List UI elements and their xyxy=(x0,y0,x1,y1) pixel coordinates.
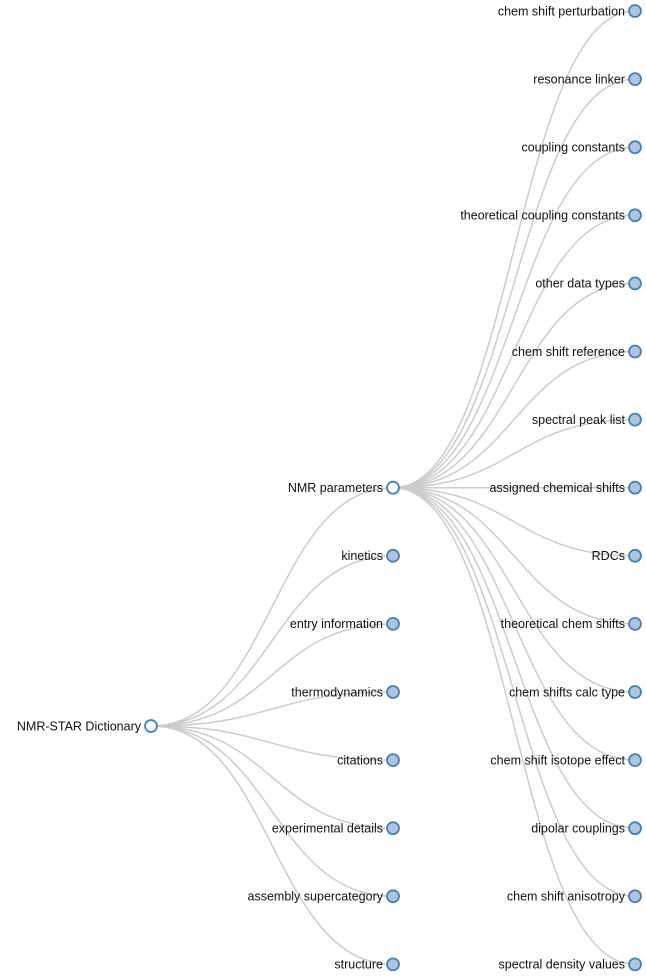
tree-node-kinetics[interactable]: kinetics xyxy=(341,548,400,563)
collapsed-node-circle[interactable] xyxy=(628,276,642,291)
tree-node-label[interactable]: kinetics xyxy=(341,549,383,563)
tree-node-rdcs[interactable]: RDCs xyxy=(592,548,642,563)
tree-node-label[interactable]: spectral density values xyxy=(499,958,625,972)
collapsed-node-circle[interactable] xyxy=(628,821,642,836)
tree-node-dipolar-couplings[interactable]: dipolar couplings xyxy=(531,821,642,836)
collapsed-node-circle[interactable] xyxy=(386,753,400,767)
tree-link xyxy=(392,486,636,829)
tree-node-label[interactable]: assembly supercategory xyxy=(248,890,384,904)
tree-node-label[interactable]: NMR-STAR Dictionary xyxy=(17,719,142,733)
tree-node-label[interactable]: experimental details xyxy=(272,821,383,835)
tree-node-label[interactable]: theoretical coupling constants xyxy=(460,209,625,223)
tree-node-spectral-density-values[interactable]: spectral density values xyxy=(499,957,642,972)
tree-link xyxy=(150,623,394,727)
tree-link xyxy=(392,486,636,966)
tree-link xyxy=(150,725,394,829)
tree-node-label[interactable]: chem shift perturbation xyxy=(498,4,625,18)
collapsed-node-circle[interactable] xyxy=(628,140,642,155)
tree-node-chem-shift-anisotropy[interactable]: chem shift anisotropy xyxy=(507,889,642,904)
tree-link xyxy=(392,486,636,693)
collapsed-node-circle[interactable] xyxy=(386,548,400,563)
tree-node-chem-shift-isotope-effect[interactable]: chem shift isotope effect xyxy=(490,753,642,767)
tree-node-label[interactable]: chem shift anisotropy xyxy=(507,890,626,904)
tree-link xyxy=(150,691,394,727)
tree-node-theoretical-chem-shifts[interactable]: theoretical chem shifts xyxy=(501,617,642,631)
tree-node-structure[interactable]: structure xyxy=(334,957,400,972)
tree-link xyxy=(392,282,636,489)
collapsed-node-circle[interactable] xyxy=(628,685,642,699)
collapsed-node-circle[interactable] xyxy=(628,957,642,972)
tree-link xyxy=(150,486,394,727)
tree-link xyxy=(392,486,636,898)
tree-node-label[interactable]: theoretical chem shifts xyxy=(501,617,625,631)
collapsed-node-circle[interactable] xyxy=(386,957,400,972)
tree-nodes: NMR-STAR Dictionary NMR parameters kinetic… xyxy=(17,4,642,972)
collapsed-node-circle[interactable] xyxy=(628,617,642,631)
tree-node-nmr-parameters[interactable]: NMR parameters xyxy=(288,480,400,495)
tree-link xyxy=(150,725,394,898)
tree-node-label[interactable]: chem shift reference xyxy=(512,345,625,359)
tree-link xyxy=(392,418,636,489)
tree-link xyxy=(150,725,394,761)
tree-link xyxy=(392,10,636,489)
collapsed-node-circle[interactable] xyxy=(386,617,400,631)
tree-node-label[interactable]: entry information xyxy=(290,617,383,631)
tree-node-label[interactable]: spectral peak list xyxy=(532,413,626,427)
tree-node-theoretical-coupling-constants[interactable]: theoretical coupling constants xyxy=(460,208,642,223)
collapsed-node-circle[interactable] xyxy=(628,72,642,86)
collapsed-node-circle[interactable] xyxy=(628,344,642,359)
tree-node-chem-shift-perturbation[interactable]: chem shift perturbation xyxy=(498,4,642,18)
tree-node-other-data-types[interactable]: other data types xyxy=(535,276,642,291)
collapsed-node-circle[interactable] xyxy=(386,685,400,699)
tree-node-coupling-constants[interactable]: coupling constants xyxy=(521,140,642,155)
tree-node-label[interactable]: dipolar couplings xyxy=(531,821,625,835)
tree-link xyxy=(150,555,394,727)
tree-node-citations[interactable]: citations xyxy=(337,753,400,767)
tree-node-label[interactable]: resonance linker xyxy=(533,72,625,86)
collapsed-node-circle[interactable] xyxy=(628,889,642,904)
tree-links xyxy=(150,10,636,966)
tree-node-label[interactable]: NMR parameters xyxy=(288,481,383,495)
tree-node-label[interactable]: coupling constants xyxy=(521,140,625,154)
tree-node-label[interactable]: chem shifts calc type xyxy=(509,685,625,699)
collapsed-node-circle[interactable] xyxy=(386,889,400,904)
tree-node-chem-shift-reference[interactable]: chem shift reference xyxy=(512,344,642,359)
tree-link xyxy=(392,486,636,557)
tree-node-entry-information[interactable]: entry information xyxy=(290,617,400,631)
collapsed-node-circle[interactable] xyxy=(628,548,642,563)
tree-node-label[interactable]: structure xyxy=(334,958,383,972)
collapsed-node-circle[interactable] xyxy=(628,480,642,495)
expanded-node-circle[interactable] xyxy=(386,480,400,495)
collapsed-node-circle[interactable] xyxy=(386,821,400,836)
tree-link xyxy=(392,486,636,625)
tree-link xyxy=(392,146,636,489)
tree-node-chem-shifts-calc-type[interactable]: chem shifts calc type xyxy=(509,685,642,699)
tree-link xyxy=(392,486,636,761)
collapsed-node-circle[interactable] xyxy=(628,4,642,18)
tree-link xyxy=(392,350,636,489)
tree-node-resonance-linker[interactable]: resonance linker xyxy=(533,72,642,86)
tree-link xyxy=(392,214,636,489)
tree-node-label[interactable]: RDCs xyxy=(592,549,625,563)
tree-node-label[interactable]: thermodynamics xyxy=(291,685,383,699)
collapsed-node-circle[interactable] xyxy=(628,412,642,427)
tree-node-assembly-supercategory[interactable]: assembly supercategory xyxy=(248,889,400,904)
tree-node-label[interactable]: chem shift isotope effect xyxy=(490,753,625,767)
tree-node-thermodynamics[interactable]: thermodynamics xyxy=(291,685,400,699)
tree-node-label[interactable]: assigned chemical shifts xyxy=(490,481,625,495)
tree-node-experimental-details[interactable]: experimental details xyxy=(272,821,400,836)
tree-node-spectral-peak-list[interactable]: spectral peak list xyxy=(532,412,642,427)
tree-node-assigned-chemical-shifts[interactable]: assigned chemical shifts xyxy=(490,480,642,495)
tree-node-label[interactable]: other data types xyxy=(535,277,625,291)
tree-link xyxy=(150,725,394,966)
tree-link xyxy=(392,78,636,489)
expanded-node-circle[interactable] xyxy=(144,719,158,733)
tree-node-nmr-star-dictionary[interactable]: NMR-STAR Dictionary xyxy=(17,719,158,733)
collapsed-node-circle[interactable] xyxy=(628,208,642,223)
tree-node-label[interactable]: citations xyxy=(337,753,383,767)
collapsed-node-circle[interactable] xyxy=(628,753,642,767)
